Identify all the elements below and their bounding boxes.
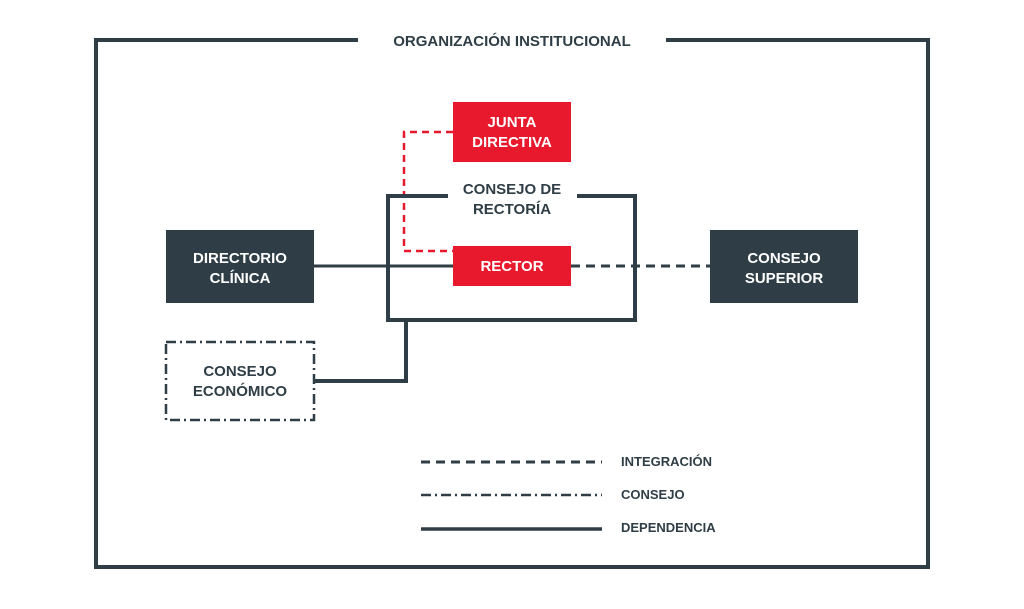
consejo-superior-label-line2: SUPERIOR [745,270,824,287]
directorio-clinica-label-line2: CLÍNICA [210,270,271,287]
outer-frame [94,38,930,569]
legend-label-dependencia: DEPENDENCIA [621,520,716,535]
consejo-rectoria-node: CONSEJO DE RECTORÍA [463,181,561,218]
legend-label-integracion: INTEGRACIÓN [621,454,712,469]
legend-item-integracion: INTEGRACIÓN [421,454,712,469]
diagram-title: ORGANIZACIÓN INSTITUCIONAL [393,32,631,50]
legend-item-dependencia: DEPENDENCIA [421,520,716,535]
junta-directiva-label-line1: JUNTA [488,114,537,131]
consejo-rectoria-label-line1: CONSEJO DE [463,181,561,198]
consejo-superior-node: CONSEJO SUPERIOR [710,230,858,303]
legend-label-consejo: CONSEJO [621,487,685,502]
legend-item-consejo: CONSEJO [421,487,685,502]
junta-rector-integration-line [402,130,453,253]
junta-directiva-node: JUNTA DIRECTIVA [453,102,571,162]
directorio-clinica-node: DIRECTORIO CLÍNICA [166,230,314,303]
consejo-rectoria-label-line2: RECTORÍA [473,201,551,218]
junta-directiva-label-line2: DIRECTIVA [472,134,552,151]
consejo-superior-label-line1: CONSEJO [747,250,821,267]
consejo-rectoria-frame [386,194,637,322]
economico-rectoria-line [314,320,408,383]
consejo-economico-node: CONSEJO ECONÓMICO [164,340,316,422]
directorio-clinica-label-line1: DIRECTORIO [193,250,287,267]
rector-label: RECTOR [480,258,543,275]
rector-node: RECTOR [453,246,571,286]
legend: INTEGRACIÓN CONSEJO DEPENDENCIA [421,454,716,535]
consejo-economico-label-line2: ECONÓMICO [193,382,288,400]
consejo-economico-label-line1: CONSEJO [203,363,277,380]
